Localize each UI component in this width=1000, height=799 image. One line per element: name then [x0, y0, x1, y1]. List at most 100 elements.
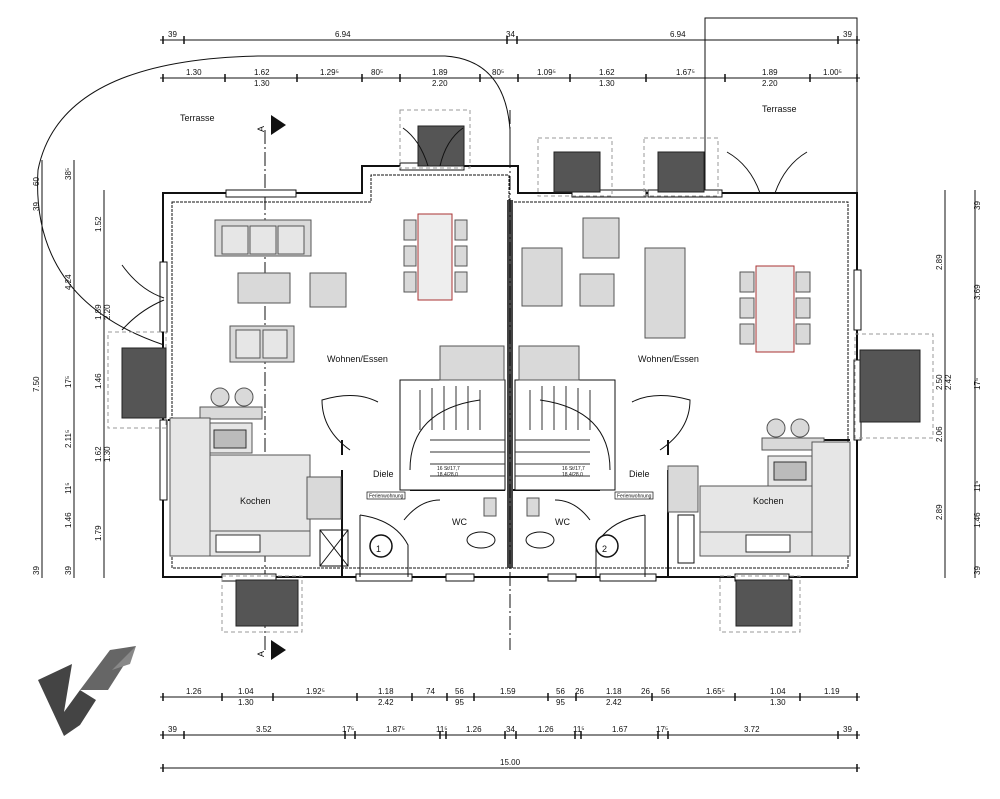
dim-top-r2l-3: 1.30 — [599, 79, 615, 88]
label-ferienwohnung-right: Ferienwohnung — [617, 494, 652, 500]
dim-top-r2l-2: 2.20 — [432, 79, 448, 88]
section-marker-top-arrow — [271, 115, 286, 135]
dims-right: 2.89 2.50 2.42 2.06 2.89 39 3.69 17⁵ 11⁵… — [935, 201, 982, 575]
dim-top-1: 39 — [168, 30, 177, 39]
dim-left-i1: 1.52 — [94, 216, 103, 232]
dim-bot2-7: 34 — [506, 725, 515, 734]
dim-right-o2: 3.69 — [973, 284, 982, 300]
dim-botl-5: 2.42 — [606, 698, 622, 707]
dim-right-i2: 2.50 — [935, 374, 944, 390]
dim-botl-6: 1.30 — [770, 698, 786, 707]
dim-top-2: 6.94 — [335, 30, 351, 39]
dim-bot-9: 26 — [575, 687, 584, 696]
room-diele-left: Diele — [373, 469, 394, 479]
dim-left-o2: 60 — [32, 177, 41, 186]
dim-bot2-4: 1.87⁵ — [386, 725, 405, 734]
dim-left-o3: 7.50 — [32, 376, 41, 392]
dim-left-m3: 17⁵ — [64, 376, 73, 388]
dim-bot-4: 1.18 — [378, 687, 394, 696]
dim-bot2-13: 39 — [843, 725, 852, 734]
dim-bot-10: 1.18 — [606, 687, 622, 696]
dim-right-i1: 2.89 — [935, 254, 944, 270]
dim-bot-6: 56 — [455, 687, 464, 696]
section-label-bottom: A — [256, 651, 266, 657]
dim-bot2-5: 11⁵ — [436, 725, 448, 734]
dim-bot-8: 56 — [556, 687, 565, 696]
dim-botl-3: 95 — [455, 698, 464, 707]
dim-left-m2: 4.24 — [64, 274, 73, 290]
unit2-circle — [595, 534, 619, 558]
doors — [121, 127, 808, 577]
dim-left-o1: 39 — [32, 202, 41, 211]
room-terrasse-right: Terrasse — [762, 104, 797, 114]
room-kochen-left: Kochen — [240, 496, 271, 506]
dim-bot2-6: 1.26 — [466, 725, 482, 734]
stair-label-left-a: 16 St/17,7 — [437, 466, 460, 472]
stair-label-right-b: 18,4/28,0 — [562, 472, 583, 478]
dim-left-i5: 1.62 — [94, 446, 103, 462]
dim-top-r2-8: 1.62 — [599, 68, 615, 77]
dim-top-r2-4: 80⁵ — [371, 68, 383, 77]
room-wc-right: WC — [555, 517, 570, 527]
dim-total: 15.00 — [500, 758, 521, 767]
dim-top-4: 6.94 — [670, 30, 686, 39]
dimension-lines — [41, 36, 976, 772]
furniture-right — [518, 217, 851, 564]
dim-top-r2l-1: 1.30 — [254, 79, 270, 88]
furniture-left — [169, 213, 505, 567]
dim-left-m4: 2.11⁵ — [64, 430, 73, 448]
section-label-top: A — [256, 126, 266, 132]
dim-left-i4: 1.46 — [94, 373, 103, 389]
dim-bot-2: 1.04 — [238, 687, 254, 696]
dim-right-o4: 11⁵ — [973, 480, 982, 492]
dim-top-5: 39 — [843, 30, 852, 39]
dim-bot-7: 1.59 — [500, 687, 516, 696]
dim-bot-3: 1.92⁵ — [306, 687, 325, 696]
room-terrasse-left: Terrasse — [180, 113, 215, 123]
dim-top-r2-1: 1.30 — [186, 68, 202, 77]
label-ferienwohnung-left: Ferienwohnung — [369, 494, 404, 500]
dim-top-r2-7: 1.09⁵ — [537, 68, 556, 77]
room-kochen-right: Kochen — [753, 496, 784, 506]
grates — [121, 125, 921, 627]
dim-top-r2-11: 1.00⁵ — [823, 68, 842, 77]
stairs-left — [399, 379, 506, 491]
dim-bot-13: 1.65⁵ — [706, 687, 725, 696]
unit1-number: 1 — [376, 544, 381, 554]
dim-left-m6: 1.46 — [64, 512, 73, 528]
dim-top-r2l-4: 2.20 — [762, 79, 778, 88]
light-wells — [107, 109, 934, 633]
dim-bot-14: 1.04 — [770, 687, 786, 696]
dim-top-r2-9: 1.67⁵ — [676, 68, 695, 77]
dim-right-o1: 39 — [973, 201, 982, 210]
logo-icon — [38, 646, 136, 736]
unit2-number: 2 — [602, 544, 607, 554]
dim-left-m7: 39 — [64, 566, 73, 575]
dim-left-i6: 1.30 — [103, 446, 112, 462]
unit1-circle — [369, 534, 393, 558]
dims-top: 39 6.94 34 6.94 39 1.30 1.62 1.29⁵ 80⁵ 1… — [168, 30, 852, 88]
dim-bot-15: 1.19 — [824, 687, 840, 696]
dim-bot-12: 56 — [661, 687, 670, 696]
dim-right-o5: 1.46 — [973, 512, 982, 528]
dim-botl-1: 1.30 — [238, 698, 254, 707]
dim-bot2-8: 1.26 — [538, 725, 554, 734]
dim-bot2-9: 11⁵ — [573, 725, 585, 734]
section-marker-bottom-arrow — [271, 640, 286, 660]
dim-right-i4: 2.06 — [935, 426, 944, 442]
dim-bot2-2: 3.52 — [256, 725, 272, 734]
dim-left-i2: 1.89 — [94, 304, 103, 320]
stairs-right — [514, 379, 616, 491]
left-terrace-outline — [37, 55, 511, 346]
dim-right-i5: 2.89 — [935, 504, 944, 520]
room-wohnen-right: Wohnen/Essen — [638, 354, 699, 364]
dim-left-o4: 39 — [32, 566, 41, 575]
dim-left-m1: 38⁵ — [64, 168, 73, 180]
dim-bot2-11: 17⁵ — [656, 725, 668, 734]
dim-bot-1: 1.26 — [186, 687, 202, 696]
dim-top-r2-5: 1.89 — [432, 68, 448, 77]
dim-top-r2-6: 80⁵ — [492, 68, 504, 77]
dim-top-r2-3: 1.29⁵ — [320, 68, 339, 77]
